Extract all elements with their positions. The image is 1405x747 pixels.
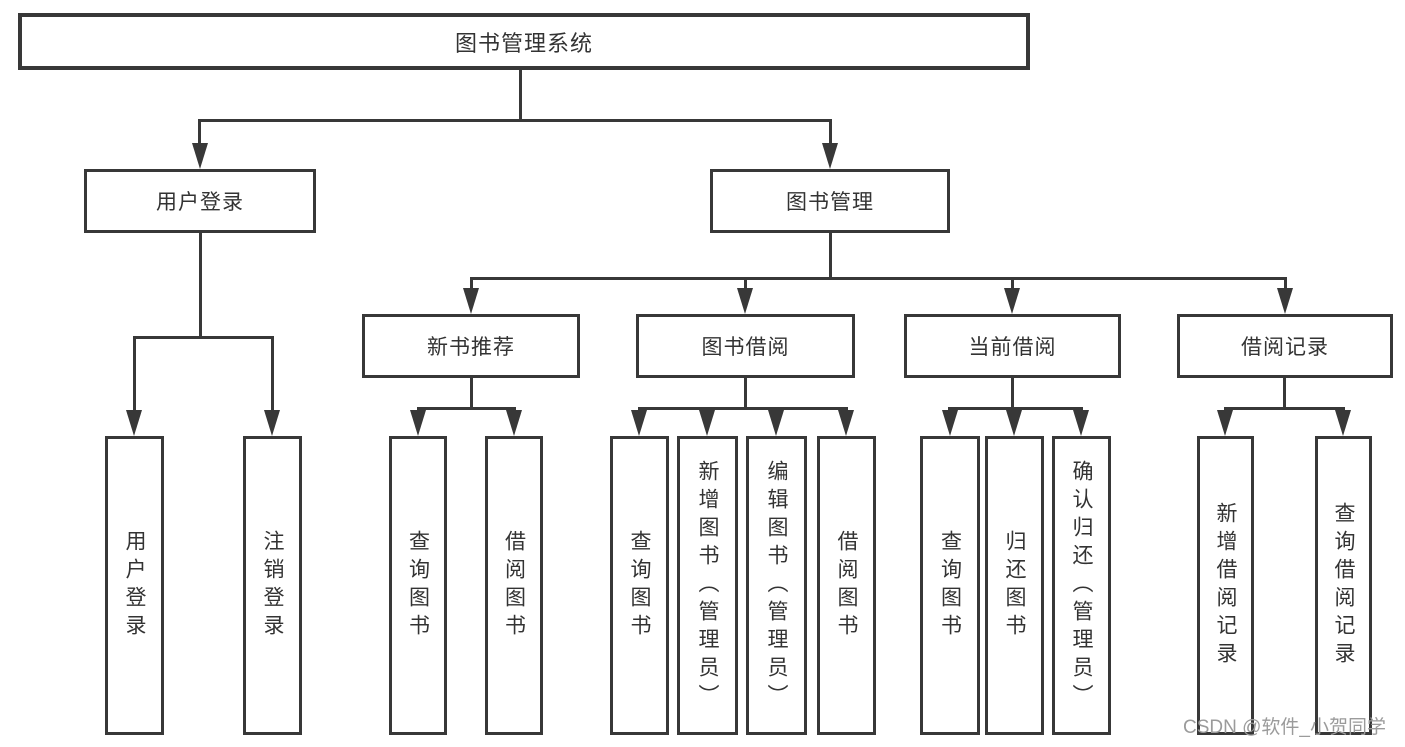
csdn-watermark: CSDN @软件_小贺同学 (1183, 717, 1386, 738)
connector-drop-book-borrowing (744, 277, 747, 291)
leaf-add-books-admin: 新增图书（管理员） (677, 436, 738, 735)
leaf-logout-login-label: 注销登录 (261, 529, 284, 642)
arrowhead-leaf-borrow-books-2 (838, 410, 854, 436)
arrowhead-leaf-confirm-return (1073, 410, 1089, 436)
arrowhead-leaf-query-books-2 (631, 410, 647, 436)
node-book-borrowing: 图书借阅 (636, 314, 855, 378)
arrowhead-current-borrowing (1004, 288, 1020, 314)
leaf-query-borrow-record: 查询借阅记录 (1315, 436, 1372, 735)
leaf-query-books-1: 查询图书 (389, 436, 447, 735)
leaf-query-borrow-record-label: 查询借阅记录 (1332, 501, 1355, 670)
connector-drop-new-book (470, 277, 473, 291)
leaf-confirm-return-admin-label: 确认归还（管理员） (1070, 459, 1093, 712)
arrowhead-leaf-user-login (126, 410, 142, 436)
leaf-borrow-books-2: 借阅图书 (817, 436, 876, 735)
connector-new-book-stem (470, 378, 473, 410)
leaf-query-books-3-label: 查询图书 (938, 529, 962, 642)
arrowhead-leaf-borrow-books-1 (506, 410, 522, 436)
arrowhead-user-login (192, 143, 208, 169)
node-user-login-label: 用户登录 (156, 191, 244, 214)
leaf-query-books-1-label: 查询图书 (406, 529, 430, 642)
leaf-edit-books-admin-label: 编辑图书（管理员） (765, 459, 788, 712)
connector-drop-user-login (198, 119, 201, 146)
leaf-user-login-label: 用户登录 (123, 529, 146, 642)
node-book-borrowing-label: 图书借阅 (701, 336, 790, 359)
node-new-book-recommendation: 新书推荐 (362, 314, 580, 378)
connector-drop-borrowing-records (1284, 277, 1287, 291)
node-book-management-label: 图书管理 (786, 191, 874, 214)
arrowhead-leaf-edit-books (768, 410, 784, 436)
connector-borrowing-records-stem (1283, 378, 1286, 410)
leaf-return-books: 归还图书 (985, 436, 1044, 735)
connector-drop-book-management (829, 119, 832, 146)
connector-current-borrowing-stem (1011, 378, 1014, 410)
node-user-login: 用户登录 (84, 169, 316, 233)
leaf-return-books-label: 归还图书 (1003, 529, 1026, 642)
arrowhead-leaf-query-books-3 (942, 410, 958, 436)
leaf-borrow-books-1: 借阅图书 (485, 436, 543, 735)
connector-borrowing-records-branch (1224, 407, 1345, 410)
arrowhead-leaf-query-borrow-record (1335, 410, 1351, 436)
arrowhead-new-book (463, 288, 479, 314)
connector-drop-leaf-user-login (133, 336, 136, 412)
arrowhead-borrowing-records (1277, 288, 1293, 314)
connector-level3-branch (470, 277, 1287, 280)
arrowhead-book-borrowing (737, 288, 753, 314)
leaf-add-books-admin-label: 新增图书（管理员） (696, 459, 719, 712)
leaf-user-login: 用户登录 (105, 436, 164, 735)
arrowhead-leaf-add-borrow-record (1217, 410, 1233, 436)
connector-level2-branch (198, 119, 832, 122)
node-current-borrowing: 当前借阅 (904, 314, 1121, 378)
node-borrowing-records-label: 借阅记录 (1241, 336, 1329, 359)
node-book-management: 图书管理 (710, 169, 950, 233)
leaf-query-books-2-label: 查询图书 (628, 529, 651, 642)
arrowhead-leaf-add-books (699, 410, 715, 436)
leaf-logout-login: 注销登录 (243, 436, 302, 735)
connector-drop-leaf-logout (271, 336, 274, 412)
leaf-query-books-2: 查询图书 (610, 436, 669, 735)
node-borrowing-records: 借阅记录 (1177, 314, 1393, 378)
connector-book-management-stem (829, 233, 832, 279)
arrowhead-leaf-return-books (1006, 410, 1022, 436)
leaf-borrow-books-2-label: 借阅图书 (835, 529, 858, 642)
node-library-system-label: 图书管理系统 (454, 30, 593, 56)
node-library-system: 图书管理系统 (18, 13, 1030, 70)
leaf-add-borrow-record-label: 新增借阅记录 (1214, 501, 1237, 670)
connector-user-login-stem (199, 233, 202, 337)
connector-drop-current-borrowing (1011, 277, 1014, 291)
connector-current-borrowing-branch (948, 407, 1083, 410)
connector-book-borrowing-branch (638, 407, 848, 410)
leaf-borrow-books-1-label: 借阅图书 (502, 529, 526, 642)
arrowhead-leaf-query-books-1 (410, 410, 426, 436)
leaf-add-borrow-record: 新增借阅记录 (1197, 436, 1254, 735)
arrowhead-book-management (822, 143, 838, 169)
connector-book-borrowing-stem (744, 378, 747, 410)
leaf-confirm-return-admin: 确认归还（管理员） (1052, 436, 1111, 735)
node-current-borrowing-label: 当前借阅 (968, 336, 1057, 359)
leaf-edit-books-admin: 编辑图书（管理员） (746, 436, 807, 735)
arrowhead-leaf-logout (264, 410, 280, 436)
node-new-book-recommendation-label: 新书推荐 (427, 336, 515, 359)
connector-new-book-branch (417, 407, 516, 410)
connector-root-stem (519, 70, 522, 122)
connector-user-login-branch (133, 336, 274, 339)
leaf-query-books-3: 查询图书 (920, 436, 980, 735)
